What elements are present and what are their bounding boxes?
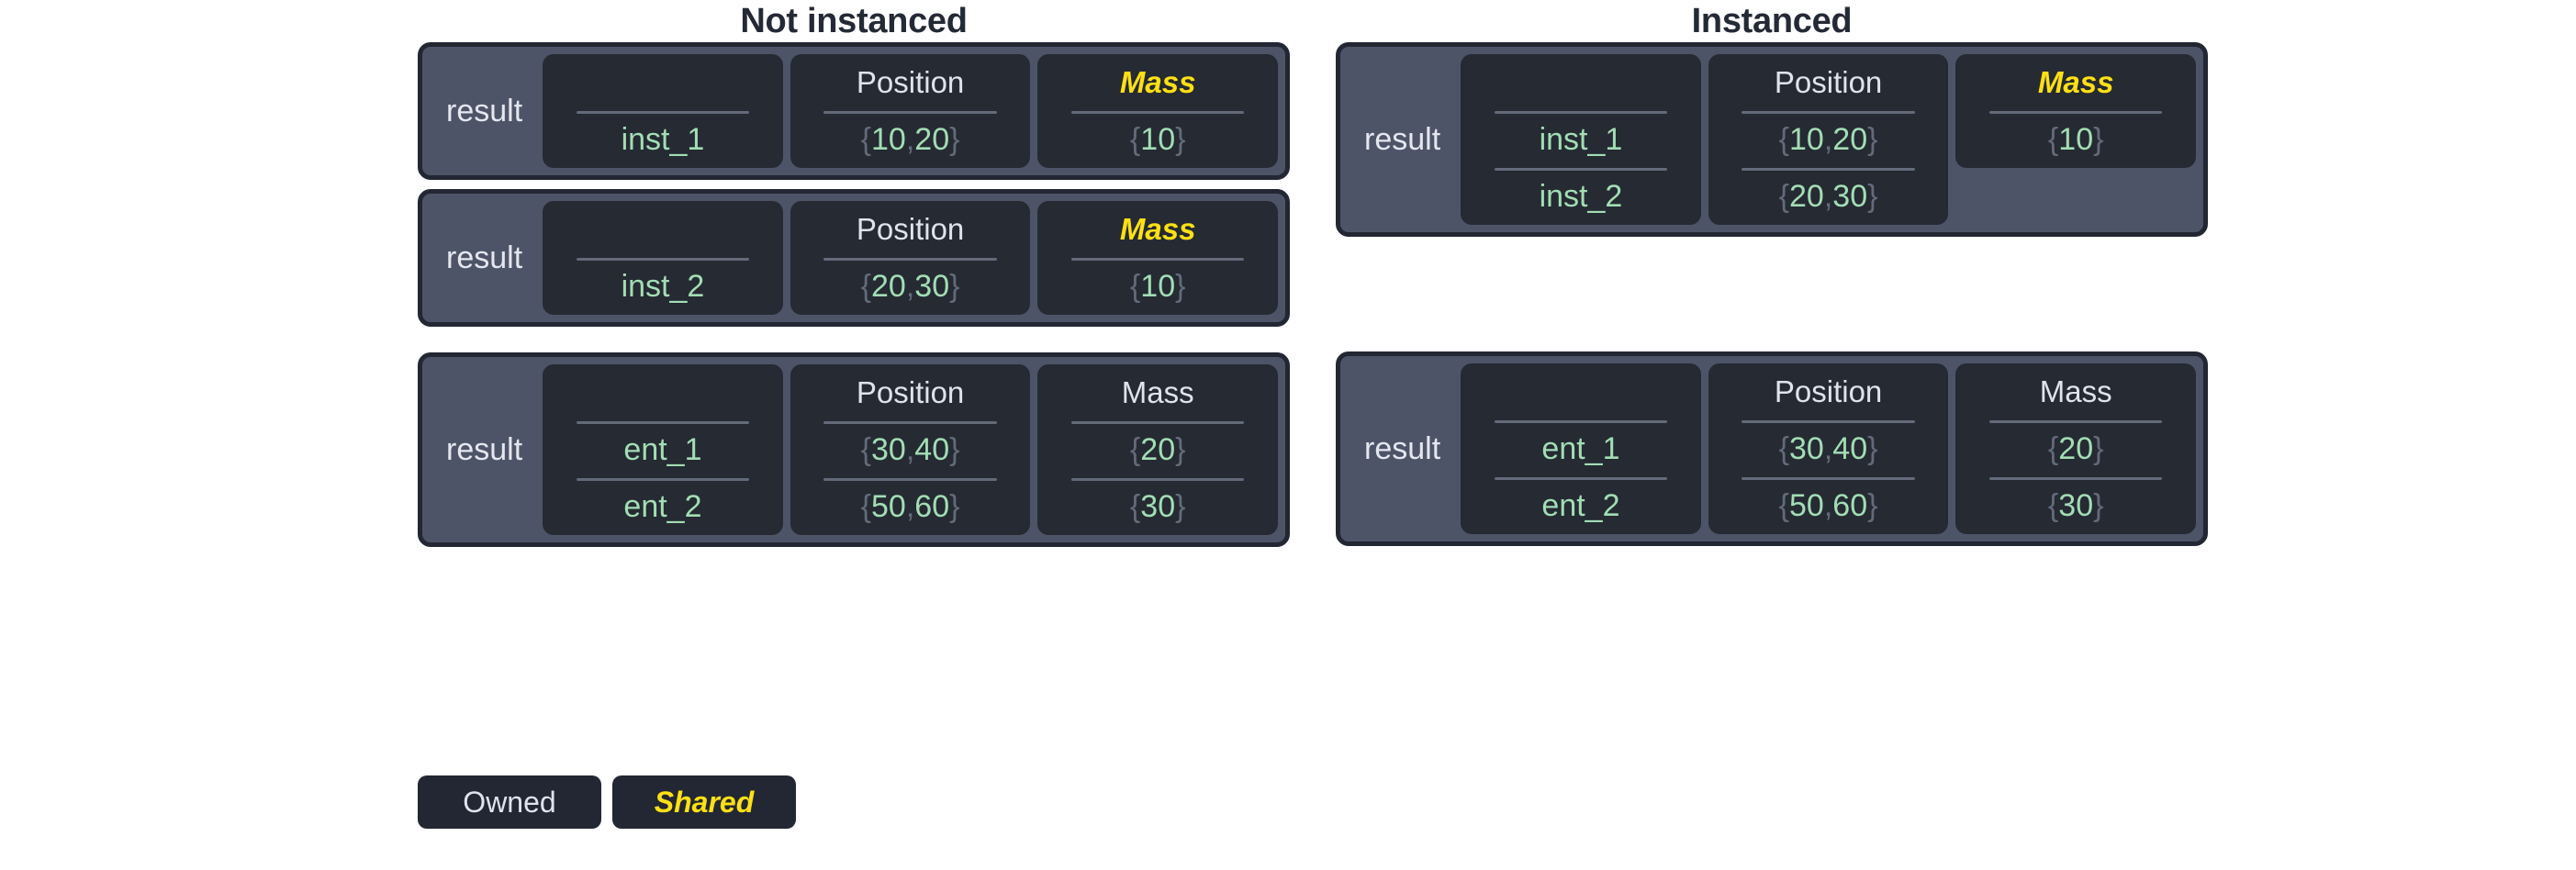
data-column: Mass {10}: [1037, 54, 1279, 168]
data-column: inst_1: [543, 54, 783, 168]
result-group: result inst_2 Position {20, 30} Mass {10}: [418, 189, 1290, 327]
data-cell: {50, 60}: [790, 478, 1031, 535]
column-title: Not instanced: [740, 2, 968, 40]
column-header: Mass: [2039, 374, 2112, 408]
data-cell: {30}: [1037, 478, 1278, 535]
data-column: Position {10, 20}: [790, 54, 1031, 168]
data-cell: ent_2: [543, 478, 783, 535]
data-cell: {10, 20}: [1708, 111, 1949, 168]
data-column: Mass {10}: [1955, 54, 2197, 168]
data-column: Position {20, 30}: [790, 201, 1031, 315]
data-cell: inst_2: [1461, 168, 1701, 225]
column-header: Mass: [1121, 375, 1194, 409]
data-cell: {30, 40}: [1708, 420, 1949, 477]
data-cell: inst_1: [543, 111, 783, 168]
column-header: [543, 201, 783, 258]
group-spacer: [418, 336, 1290, 352]
data-cell: {20}: [1037, 421, 1278, 478]
data-cell: inst_1: [1461, 111, 1701, 168]
column-header: Position: [1774, 65, 1883, 99]
result-label: result: [1364, 430, 1441, 466]
data-cell: {10}: [1037, 111, 1278, 168]
data-cell: inst_2: [543, 258, 783, 315]
data-column: Position {30, 40}{50, 60}: [790, 364, 1031, 535]
result-group: result inst_1 Position {10, 20} Mass {10}: [418, 42, 1290, 180]
data-cell: {20, 30}: [790, 258, 1031, 315]
data-column: Position {30, 40}{50, 60}: [1708, 363, 1949, 534]
data-cell: ent_1: [1461, 420, 1701, 477]
column-header: [1461, 363, 1701, 420]
result-label: result: [446, 93, 523, 128]
column-header: [543, 364, 783, 421]
data-cell: ent_1: [543, 421, 783, 478]
data-columns-wrap: inst_1 Position {10, 20} Mass {10}: [543, 54, 1279, 168]
data-cell: {10}: [1037, 258, 1278, 315]
data-cell: ent_2: [1461, 477, 1701, 534]
data-cell: {30}: [1955, 477, 2196, 534]
result-label: result: [446, 240, 523, 275]
data-column: Mass {10}: [1037, 201, 1279, 315]
data-cell: {30, 40}: [790, 421, 1031, 478]
column-header: Mass: [2037, 65, 2114, 99]
data-cell: {50, 60}: [1708, 477, 1949, 534]
data-cell: {10}: [1955, 111, 2196, 168]
column-header: [543, 54, 783, 111]
legend-chip-owned: Owned: [418, 775, 601, 829]
data-cell: {20}: [1955, 420, 2196, 477]
data-column: Mass {20}{30}: [1037, 364, 1279, 535]
data-cell: {20, 30}: [1708, 168, 1949, 225]
data-column: Position {10, 20}{20, 30}: [1708, 54, 1949, 225]
data-column: Mass {20}{30}: [1955, 363, 2197, 534]
data-cell: {10, 20}: [790, 111, 1031, 168]
column-header: Position: [856, 212, 965, 246]
column-header: [1461, 54, 1701, 111]
result-label: result: [1364, 121, 1441, 157]
column-header: Mass: [1119, 65, 1196, 99]
column-header: Position: [856, 65, 965, 99]
legend: Owned Shared: [418, 775, 796, 829]
column-header: Position: [1774, 374, 1883, 408]
column-header: Position: [856, 375, 965, 409]
column-title: Instanced: [1691, 2, 1853, 40]
column-header: Mass: [1119, 212, 1196, 246]
group-spacer: [1336, 246, 2208, 351]
data-columns-wrap: inst_2 Position {20, 30} Mass {10}: [543, 201, 1279, 315]
result-label: result: [446, 431, 523, 467]
data-column: inst_2: [543, 201, 783, 315]
legend-chip-shared: Shared: [612, 775, 796, 829]
